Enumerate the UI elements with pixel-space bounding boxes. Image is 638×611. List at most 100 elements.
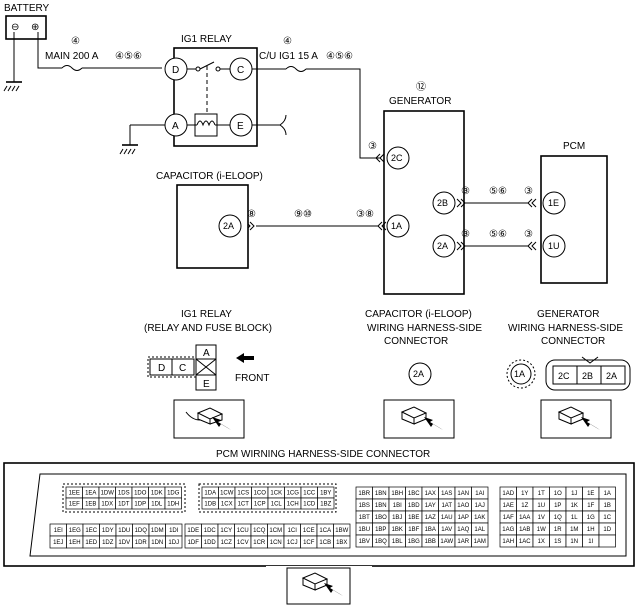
- pcm-pin-label: 1CN: [270, 540, 282, 546]
- relay-pin-c-label: C: [237, 65, 244, 76]
- pcm-pin-label: 1BK: [392, 527, 403, 533]
- pcm-pin-label: 1AF: [503, 515, 514, 521]
- pcm-pin-label: 1BH: [391, 491, 403, 497]
- gen-face-housing: 2C 2B 2A: [545, 356, 631, 391]
- pcm-pin-label: 1EI: [54, 528, 63, 534]
- battery-plus-symbol: ⊕: [31, 22, 39, 33]
- pcm-pin-label: 1B: [604, 503, 611, 509]
- pcm-pin-label: 1DY: [102, 528, 114, 534]
- pcm-pin-label: 1CZ: [221, 540, 233, 546]
- pcm-pin-1e-label: 1E: [548, 198, 559, 208]
- pcm-pin-label: 1BJ: [392, 515, 402, 521]
- pcm-pin-label: 1AV: [441, 527, 452, 533]
- pcm-pin-label: 1G: [587, 515, 595, 521]
- pcm-pin-label: 1DO: [134, 491, 147, 497]
- gen-pcm-wire-1-circuit: ⑤⑥: [489, 186, 507, 197]
- cu-fuse-label: C/U IG1 15 A: [259, 51, 318, 62]
- pcm-pin-label: 1EF: [69, 502, 80, 508]
- relay-face-pin-c: C: [179, 363, 186, 374]
- pcm-1u-circuit: ③: [524, 229, 533, 240]
- pcm-pin-cell: [471, 534, 489, 548]
- generator-pin-1a-label: 1A: [391, 221, 402, 231]
- main-fuse-label: MAIN 200 A: [45, 51, 99, 62]
- pcm: PCM 1E 1U: [540, 141, 608, 284]
- pcm-pin-label: 1EH: [69, 540, 81, 546]
- pcm-pin-label: 1EE: [69, 491, 80, 497]
- pcm-pin-label: 1CF: [303, 540, 315, 546]
- pcm-pin-label: 1BC: [408, 491, 420, 497]
- main-wire-circuit-nums: ④⑤⑥: [115, 51, 142, 62]
- relay-switch-icon: [187, 61, 230, 112]
- pcm-pin-label: 1N: [570, 539, 578, 545]
- relay-connector-title-1: IG1 RELAY: [181, 309, 232, 320]
- pcm-pin-label: 1BT: [359, 515, 370, 521]
- pcm-pin-label: 1EC: [85, 528, 97, 534]
- pcm-pin-label: 1Y: [521, 491, 528, 497]
- pcm-pin-label: 1AD: [502, 491, 514, 497]
- generator-2a-circuit: ③: [461, 229, 470, 240]
- pcm-pin-label: 1DG: [167, 491, 180, 497]
- pcm-pin-label: 1AY: [425, 503, 436, 509]
- generator-pin-2c-label: 2C: [391, 153, 403, 163]
- pcm-pin-label: 1DR: [135, 540, 148, 546]
- pcm-pin-label: 1BY: [320, 491, 331, 497]
- generator-2b-circuit: ③: [461, 186, 470, 197]
- gen-connector-title-1: GENERATOR: [537, 309, 599, 320]
- pcm-pin-label: 1DK: [151, 491, 163, 497]
- pcm-1e-circuit: ③: [524, 186, 533, 197]
- pcm-pin-label: 1I: [588, 539, 593, 545]
- pcm-pin-label: 1AR: [457, 539, 469, 545]
- relay-ground-icon: [119, 144, 138, 155]
- pcm-pin-label: 1DQ: [135, 528, 148, 534]
- cu-wire-circuit-top: ④: [283, 36, 292, 47]
- pcm-pin-block: [62, 483, 186, 513]
- pcm-pin-label: 1DU: [118, 528, 130, 534]
- pcm-pin-1u: [542, 234, 566, 258]
- relay-connector-image: [173, 399, 245, 439]
- pcm-pin-label: 1AT: [441, 503, 452, 509]
- pcm-pin-label: 1BS: [359, 503, 370, 509]
- pcm-pin-label: 1EA: [85, 491, 96, 497]
- gen-face-pin-2a: 2A: [606, 371, 617, 381]
- pcm-pin-label: 1AL: [474, 527, 485, 533]
- battery-box: [5, 15, 47, 40]
- pcm-pin-label: 1AN: [457, 491, 469, 497]
- pcm-pin-label: 1AK: [474, 515, 485, 521]
- pcm-pin-label: 1BB: [425, 539, 436, 545]
- cap-connector-title-3: CONNECTOR: [384, 336, 448, 347]
- generator-pin-2b: [432, 191, 456, 215]
- cap-connector-title-1: CAPACITOR (i-ELOOP): [365, 309, 472, 320]
- pcm-pin-label: 1DC: [204, 528, 217, 534]
- relay-pin-e-label: E: [237, 121, 244, 132]
- pcm-pin-label: 1DZ: [102, 540, 114, 546]
- pcm-pin-label: 1R: [554, 527, 562, 533]
- relay-face-pin-d: D: [158, 363, 165, 374]
- pcm-pin-cell: [164, 497, 182, 510]
- pcm-pin-label: 1CV: [237, 540, 249, 546]
- pcm-pin-label: 1CY: [220, 528, 232, 534]
- gen-face-pin-2b: 2B: [582, 371, 593, 381]
- pcm-pin-label: 1E: [587, 491, 594, 497]
- pcm-pin-label: 1DV: [118, 540, 130, 546]
- pcm-pin-label: 1AB: [519, 527, 530, 533]
- pcm-pin-label: 1AI: [475, 491, 484, 497]
- pcm-pin-label: 1CS: [237, 491, 249, 497]
- pcm-pin-label: 1BR: [358, 491, 370, 497]
- pcm-pin-cell: [598, 534, 616, 548]
- main-wire: [37, 32, 62, 69]
- pcm-pin-label: 1U: [537, 503, 545, 509]
- relay-pin-d-label: D: [172, 65, 179, 76]
- gen-face-pin-1a-label: 1A: [514, 369, 525, 379]
- pcm-pin-label: 1BV: [359, 539, 370, 545]
- pcm-pin-label: 1CM: [269, 528, 282, 534]
- pcm-pin-label: 1T: [538, 491, 545, 497]
- pcm-pin-label: 1AP: [458, 515, 469, 521]
- front-arrow-icon: [236, 353, 254, 363]
- pcm-pin-label: 1AZ: [425, 515, 436, 521]
- pcm-pin-label: 1CC: [303, 491, 316, 497]
- pcm-pin-label: 1BE: [408, 515, 419, 521]
- pcm-pin-label: 1BW: [335, 528, 348, 534]
- pcm-pin-label: 1CW: [220, 491, 234, 497]
- pcm-pin-label: 1AJ: [475, 503, 485, 509]
- pcm-pin-label: 1H: [587, 527, 595, 533]
